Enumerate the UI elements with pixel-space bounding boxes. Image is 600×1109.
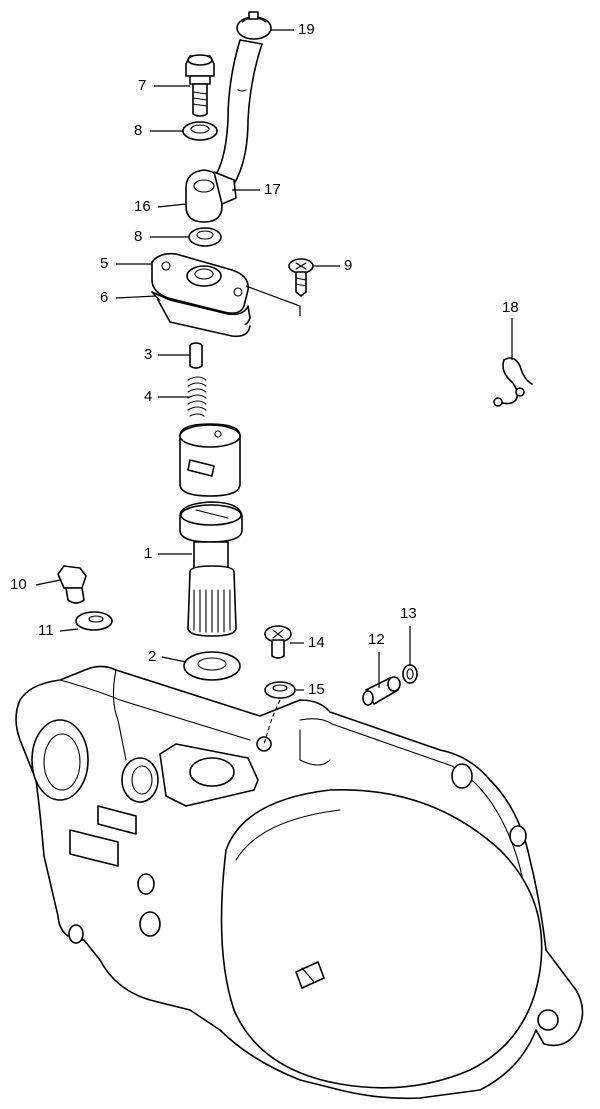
callout-17: 17	[264, 181, 281, 198]
part-14-screw	[264, 625, 292, 659]
part-10-bolt	[57, 565, 87, 604]
callout-1: 1	[144, 545, 153, 562]
part-16-banjo-union	[185, 169, 237, 223]
oil-hose	[213, 39, 263, 185]
callout-15: 15	[308, 681, 325, 698]
part-9-screw	[245, 258, 314, 316]
callout-18: 18	[502, 299, 519, 316]
callout-16: 16	[134, 198, 151, 215]
part-1-pump-shaft	[179, 501, 243, 637]
part-4-spring	[187, 376, 207, 417]
callout-14: 14	[308, 634, 325, 651]
callout-12: 12	[368, 631, 385, 648]
part-3-pin	[189, 342, 203, 369]
callout-13: 13	[400, 605, 417, 622]
callout-10: 10	[10, 576, 27, 593]
callout-7: 7	[138, 77, 147, 94]
callout-4: 4	[144, 388, 153, 405]
pump-body	[179, 423, 241, 497]
crankcase-cover	[15, 665, 584, 1100]
leader-lines	[35, 29, 513, 745]
part-12-plug	[362, 676, 401, 706]
callout-19: 19	[298, 21, 315, 38]
part-2-oil-seal	[183, 651, 241, 681]
part-19-hose-clamp	[236, 11, 272, 40]
callout-11: 11	[38, 622, 54, 639]
part-8-washer-upper	[182, 121, 218, 141]
part-5-pump-cover	[151, 252, 249, 314]
part-18-clip	[493, 357, 533, 407]
part-11-washer	[75, 611, 113, 631]
part-15-washer	[264, 681, 296, 699]
part-8-washer-lower	[188, 227, 222, 247]
part-6-gasket	[151, 291, 251, 338]
callout-3: 3	[144, 346, 153, 363]
callout-8-upper: 8	[134, 122, 143, 139]
callout-9: 9	[344, 257, 353, 274]
part-7-union-bolt	[185, 54, 215, 117]
callout-6: 6	[100, 289, 109, 306]
callout-5: 5	[100, 255, 109, 272]
part-13-o-ring	[402, 664, 418, 684]
callout-8-lower: 8	[134, 228, 143, 245]
callout-2: 2	[148, 648, 157, 665]
